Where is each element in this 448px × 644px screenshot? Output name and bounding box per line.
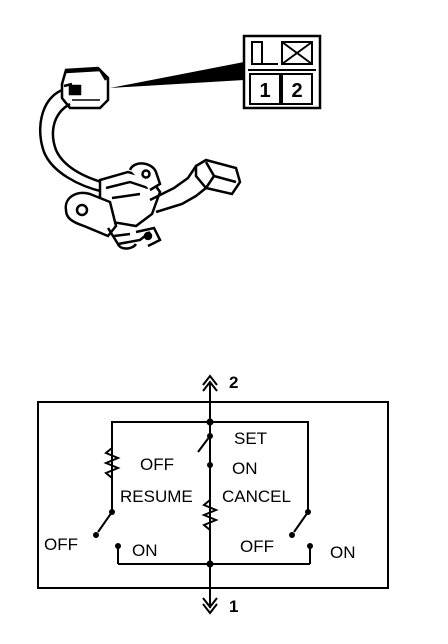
label-off-top: OFF xyxy=(140,455,174,474)
schematic-boundary xyxy=(37,401,389,589)
switch-body xyxy=(64,162,162,250)
junction-bottom xyxy=(206,560,214,568)
resistor-left xyxy=(103,447,121,479)
set-switch xyxy=(197,433,213,468)
connector-pin-view: 1 2 xyxy=(242,34,322,110)
label-off-right: OFF xyxy=(240,537,274,556)
junction-top xyxy=(206,418,214,426)
wire-harness xyxy=(38,88,109,194)
label-set: SET xyxy=(234,429,267,448)
resume-switch xyxy=(93,509,121,549)
cancel-switch xyxy=(289,509,313,549)
resistor-center xyxy=(201,499,219,531)
terminal-1-label: 1 xyxy=(229,597,238,616)
terminal-2-arrow xyxy=(202,374,218,392)
label-off-left: OFF xyxy=(44,535,78,554)
terminal-1-arrow xyxy=(202,597,218,615)
label-resume: RESUME xyxy=(120,487,193,506)
connector-pin-2: 2 xyxy=(291,80,302,102)
label-on-left: ON xyxy=(132,541,158,560)
connector-pin-1: 1 xyxy=(259,80,270,102)
switch-lever xyxy=(149,158,242,214)
connector-callout xyxy=(110,62,244,88)
terminal-2-label: 2 xyxy=(229,373,238,392)
label-cancel: CANCEL xyxy=(222,487,291,506)
switch-assembly-illustration: 1 2 xyxy=(38,34,322,250)
label-on-right: ON xyxy=(330,543,356,562)
connector-plug xyxy=(60,66,110,110)
switch-schematic: 2 1 SET OFF ON RESUME xyxy=(37,373,389,616)
label-on-top: ON xyxy=(232,459,258,478)
